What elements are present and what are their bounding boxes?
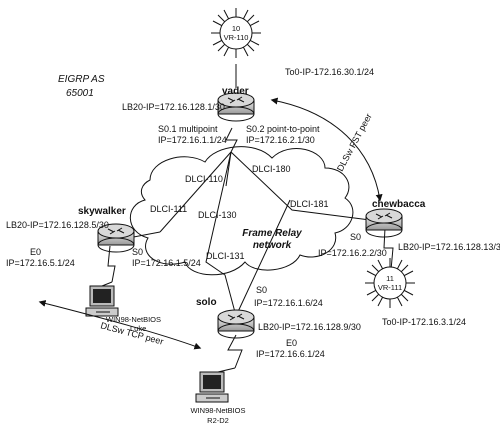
- cloud-label-line1: Frame Relay: [242, 228, 302, 239]
- vader-s01-line2: IP=172.16.1.1/24: [158, 135, 227, 145]
- vader-lb: LB20-IP=172.16.128.1/30: [122, 102, 225, 112]
- vr110-number: 10: [232, 24, 240, 33]
- solo-name: solo: [196, 297, 217, 308]
- vader-name: vader: [222, 86, 249, 97]
- skywalker-lb: LB20-IP=172.16.128.5/30: [6, 220, 109, 230]
- token-ring-vr111: 11 VR-111: [365, 258, 415, 308]
- router-skywalker: [97, 223, 135, 253]
- r2d2-link: [217, 367, 236, 373]
- luke-label-line2: Luke: [130, 324, 146, 333]
- solo-lb: LB20-IP=172.16.128.9/30: [258, 322, 361, 332]
- r2d2-label-line2: R2-D2: [207, 416, 229, 425]
- chewbacca-s0-line1: S0: [350, 232, 361, 242]
- skywalker-e0-line1: E0: [30, 247, 41, 257]
- dlci-110: DLCI-110: [185, 174, 223, 184]
- luke-label-line1: WIN98-NetBIOS: [106, 315, 161, 324]
- skywalker-e0-line2: IP=172.16.5.1/24: [6, 258, 75, 268]
- dlci-181: DLCI-181: [290, 199, 329, 209]
- dlci-130: DLCI-130: [198, 210, 237, 220]
- skywalker-s0-line1: S0: [132, 247, 143, 257]
- pc-luke: [85, 285, 119, 317]
- luke-link: [101, 281, 113, 287]
- vr111-name: VR-111: [378, 283, 402, 292]
- solo-s0-line2: IP=172.16.1.6/24: [254, 298, 323, 308]
- serial-links: [107, 127, 394, 369]
- r2d2-label-line1: WIN98-NetBIOS: [190, 406, 245, 415]
- vader-s01-line1: S0.1 multipoint: [158, 124, 218, 134]
- vr110-interface-label: To0-IP-172.16.30.1/24: [285, 67, 374, 77]
- skywalker-s0-line2: IP=172.16.1.5/24: [132, 258, 201, 268]
- dlci-180: DLCI-180: [252, 164, 291, 174]
- chewbacca-s0-line2: IP=172.16.2.2/30: [318, 248, 387, 258]
- solo-s0-line1: S0: [256, 285, 267, 295]
- router-chewbacca: [365, 208, 403, 238]
- solo-e0-line1: E0: [286, 338, 297, 348]
- vr111-interface-label: To0-IP-172.16.3.1/24: [382, 317, 466, 327]
- dlsw-fst-arrow: [270, 97, 383, 202]
- solo-e0-line2: IP=172.16.6.1/24: [256, 349, 325, 359]
- chewbacca-name: chewbacca: [372, 199, 426, 210]
- token-ring-vr110: 10 VR-110: [211, 8, 261, 58]
- chewbacca-lb: LB20-IP=172.16.128.13/30: [398, 242, 500, 252]
- cloud-label-line2: network: [253, 240, 292, 251]
- dlsw-tcp-arrow: [38, 300, 202, 350]
- vr110-name: VR-110: [224, 33, 249, 42]
- router-solo: [217, 309, 255, 339]
- skywalker-name: skywalker: [78, 206, 126, 217]
- vader-s02-line2: IP=172.16.2.1/30: [246, 135, 315, 145]
- vader-s02-line1: S0.2 point-to-point: [246, 124, 320, 134]
- router-vader: [217, 92, 255, 122]
- dlci-131: DLCI-131: [206, 251, 245, 261]
- eigrp-label-line2: 65001: [66, 88, 94, 99]
- pc-r2d2: [195, 371, 229, 403]
- dlci-111: DLCI-111: [150, 204, 187, 214]
- vr111-number: 11: [386, 274, 394, 283]
- eigrp-label-line1: EIGRP AS: [58, 74, 105, 85]
